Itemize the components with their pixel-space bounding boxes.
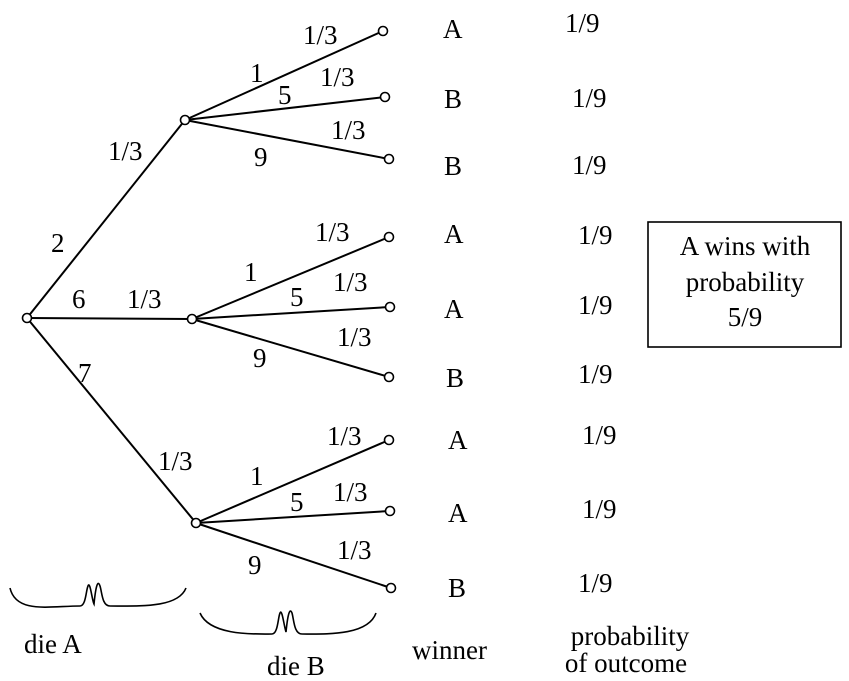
- branch-node-2: [179, 114, 191, 126]
- result-box-line-2: probability: [686, 267, 805, 297]
- winner-label-7: A: [448, 425, 468, 455]
- leaf-node-6: [383, 371, 395, 383]
- second-value-label-3-2: 5: [290, 487, 304, 517]
- winner-label-3: B: [444, 151, 462, 181]
- caption-probability-line-1: probability: [571, 621, 690, 651]
- outcome-prob-7: 1/9: [582, 420, 617, 450]
- edge-root-to-7: [26, 317, 197, 524]
- winner-label-2: B: [444, 84, 462, 114]
- first-prob-label-1: 1/3: [108, 136, 143, 166]
- branch-node-7: [190, 517, 202, 529]
- edge-2-to-5: [184, 96, 386, 121]
- second-value-label-3-1: 1: [250, 461, 264, 491]
- second-prob-label-3-2: 1/3: [333, 477, 368, 507]
- outcome-prob-3: 1/9: [572, 150, 607, 180]
- outcome-prob-2: 1/9: [572, 83, 607, 113]
- edge-7-to-1: [195, 439, 390, 524]
- leaf-node-4: [383, 231, 395, 243]
- second-prob-label-1-3: 1/3: [331, 115, 366, 145]
- edge-6-to-5: [191, 306, 391, 320]
- caption-die-b: die B: [267, 651, 325, 681]
- second-value-label-2-3: 9: [253, 343, 267, 373]
- second-value-label-3-3: 9: [248, 550, 262, 580]
- second-prob-label-2-2: 1/3: [333, 267, 368, 297]
- first-prob-label-2: 1/3: [127, 284, 162, 314]
- winner-label-5: A: [444, 294, 464, 324]
- result-box: [647, 221, 842, 348]
- first-value-label-3: 7: [78, 358, 92, 388]
- caption-die-a: die A: [24, 629, 82, 659]
- second-prob-label-2-3: 1/3: [337, 322, 372, 352]
- outcome-prob-8: 1/9: [582, 494, 617, 524]
- outcome-prob-6: 1/9: [578, 359, 613, 389]
- leaf-node-5: [384, 301, 396, 313]
- second-value-label-2-2: 5: [290, 282, 304, 312]
- second-value-label-1-2: 5: [278, 80, 292, 110]
- second-value-label-1-3: 9: [254, 142, 268, 172]
- die-b-brace: [199, 610, 377, 635]
- second-prob-label-1-2: 1/3: [320, 62, 355, 92]
- winner-label-8: A: [448, 498, 468, 528]
- outcome-prob-5: 1/9: [578, 290, 613, 320]
- caption-probability-line-2: of outcome: [565, 648, 687, 678]
- leaf-node-3: [383, 153, 395, 165]
- second-prob-label-1-1: 1/3: [303, 20, 338, 50]
- branch-node-6: [186, 313, 198, 325]
- leaf-node-2: [379, 91, 391, 103]
- die-a-brace: [9, 582, 187, 608]
- edge-root-to-2: [26, 119, 186, 319]
- second-prob-label-2-1: 1/3: [315, 217, 350, 247]
- second-value-label-2-1: 1: [244, 257, 258, 287]
- edge-6-to-9: [191, 318, 390, 378]
- edge-7-to-9: [195, 522, 392, 589]
- second-value-label-1-1: 1: [250, 58, 264, 88]
- result-box-line-3: 5/9: [728, 302, 763, 332]
- leaf-node-1: [377, 25, 389, 37]
- outcome-prob-1: 1/9: [565, 8, 600, 38]
- first-value-label-1: 2: [51, 228, 65, 258]
- winner-label-4: A: [444, 219, 464, 249]
- root-node: [21, 312, 33, 324]
- outcome-prob-4: 1/9: [578, 220, 613, 250]
- first-prob-label-3: 1/3: [158, 446, 193, 476]
- outcome-prob-9: 1/9: [578, 568, 613, 598]
- caption-winner: winner: [412, 635, 487, 665]
- edge-2-to-1: [184, 30, 384, 121]
- edge-6-to-1: [191, 236, 390, 320]
- second-prob-label-3-1: 1/3: [327, 421, 362, 451]
- edge-7-to-5: [195, 510, 391, 524]
- edge-root-to-6: [26, 317, 193, 320]
- leaf-node-7: [383, 434, 395, 446]
- first-value-label-2: 6: [72, 284, 86, 314]
- leaf-node-8: [384, 505, 396, 517]
- winner-label-9: B: [448, 573, 466, 603]
- leaf-node-9: [385, 582, 397, 594]
- second-prob-label-3-3: 1/3: [337, 535, 372, 565]
- winner-label-1: A: [443, 14, 463, 44]
- winner-label-6: B: [446, 363, 464, 393]
- edge-2-to-9: [184, 119, 390, 160]
- result-box-line-1: A wins with: [680, 231, 811, 261]
